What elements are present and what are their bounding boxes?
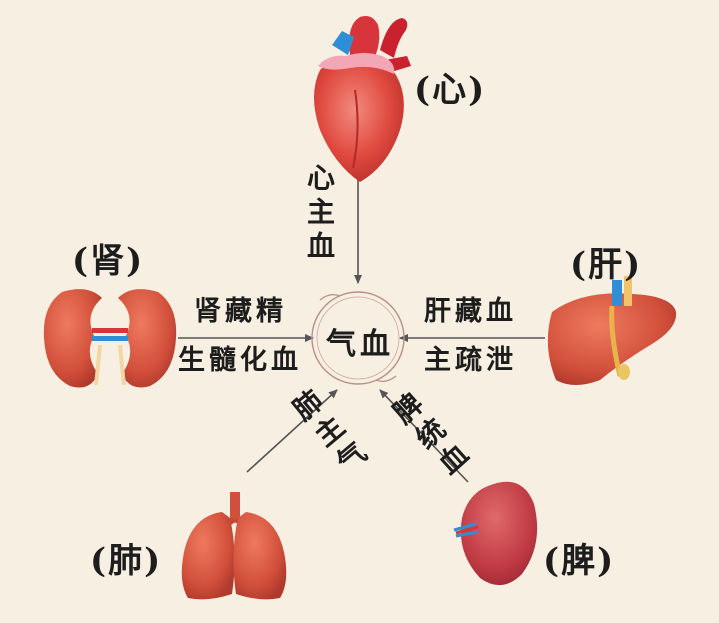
relation-liver-line1: 肝藏血 xyxy=(424,296,517,327)
organ-label-liver: (肝) xyxy=(570,245,643,285)
relation-kidney-line1: 肾藏精 xyxy=(194,296,287,327)
center-qi-blood: 气血 xyxy=(326,327,394,362)
relation-heart: 心主血 xyxy=(303,163,336,265)
relation-kidney-line2: 生髓化血 xyxy=(178,345,302,376)
lung-illustration xyxy=(181,492,287,600)
relation-liver-line2: 主疏泄 xyxy=(424,345,517,376)
spleen-illustration xyxy=(453,481,538,586)
liver-illustration xyxy=(547,276,677,385)
organ-label-kidney: (肾) xyxy=(72,241,145,281)
arrow-spleen-to-center xyxy=(379,389,469,483)
organ-label-lung: (肺) xyxy=(90,541,163,581)
heart-illustration xyxy=(314,16,411,182)
organ-label-heart: (心) xyxy=(414,70,487,110)
arrow-lung-to-center xyxy=(246,389,338,473)
kidney-illustration xyxy=(43,289,177,388)
center-ring xyxy=(311,291,405,385)
organ-label-spleen: (脾) xyxy=(543,541,616,581)
